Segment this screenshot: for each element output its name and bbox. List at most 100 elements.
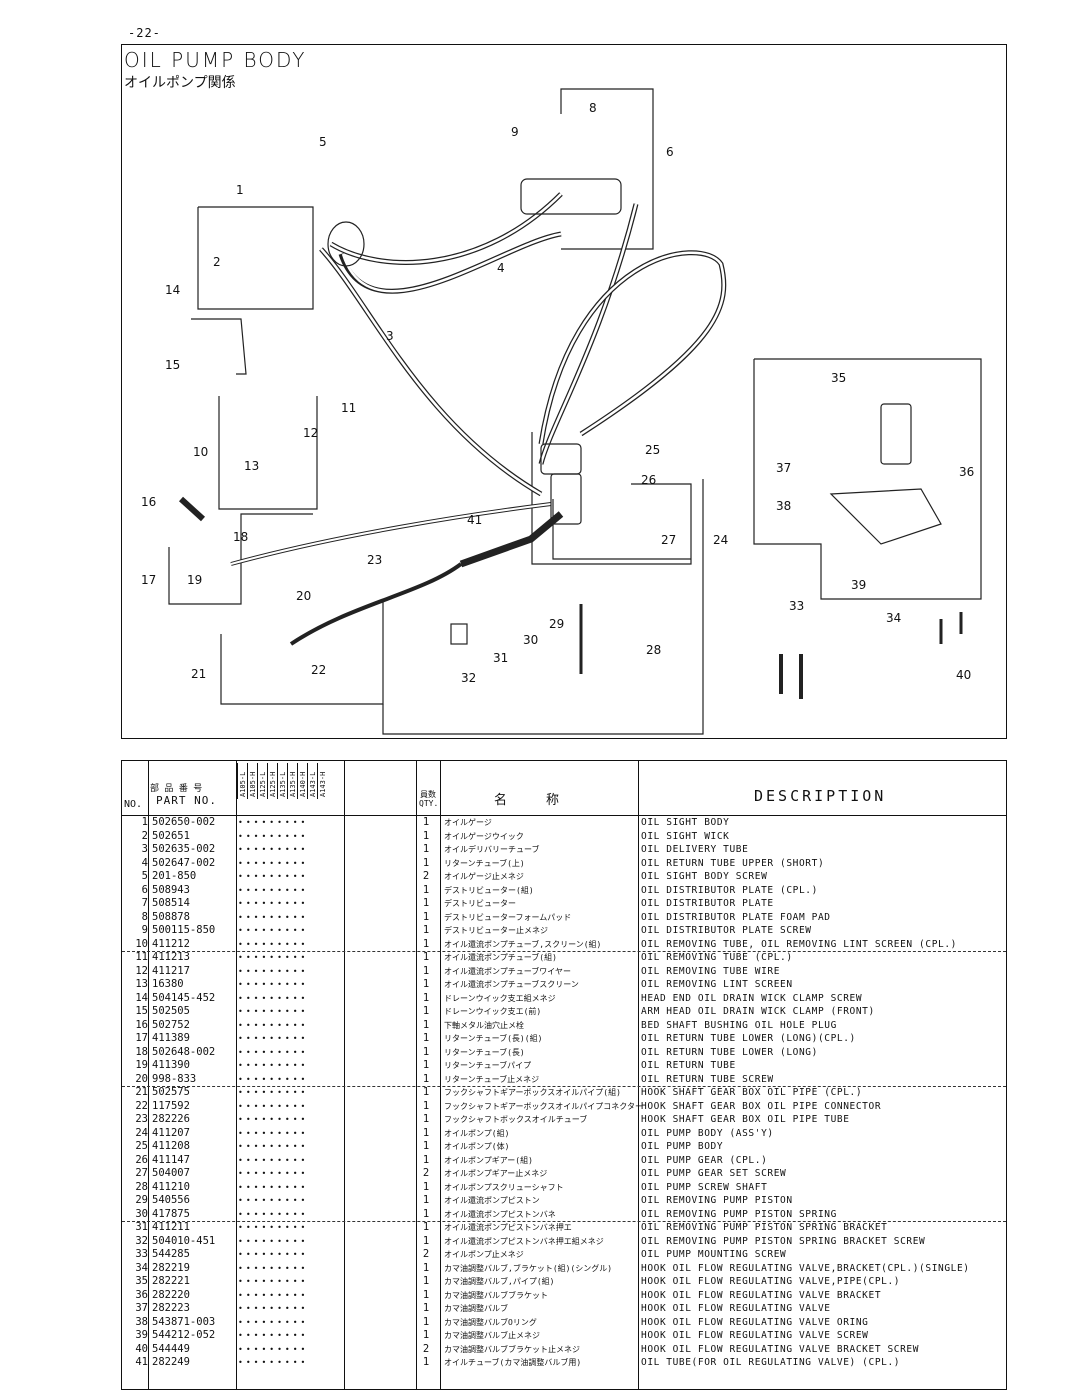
callout-12: 12: [303, 426, 318, 440]
quantity: 1: [422, 1072, 430, 1085]
description: OIL SIGHT WICK: [641, 830, 730, 842]
description: OIL RETURN TUBE LOWER (LONG): [641, 1046, 818, 1058]
description: OIL RETURN TUBE SCREW: [641, 1073, 774, 1085]
part-number: 411212: [152, 937, 190, 950]
callout-39: 39: [851, 578, 866, 592]
description: HOOK OIL FLOW REGULATING VALVE,PIPE(CPL.…: [641, 1276, 901, 1287]
description: HOOK SHAFT GEAR BOX OIL PIPE CONNECTOR: [641, 1100, 882, 1112]
model-applicability-dots: •••••••••: [238, 1236, 309, 1246]
japanese-name: オイル還流ポンプピストンバネ: [444, 1209, 556, 1219]
callout-33: 33: [789, 599, 804, 613]
header-description: DESCRIPTION: [754, 787, 887, 805]
quantity: 2: [422, 1248, 430, 1260]
japanese-name: カマ油調整バルブ,パイプ(組): [444, 1277, 555, 1286]
part-number: 282220: [152, 1288, 190, 1301]
model-applicability-dots: •••••••••: [238, 1209, 309, 1219]
header-part-no-japanese: 部 品 番 号: [150, 784, 203, 794]
callout-26: 26: [641, 473, 656, 487]
quantity: 1: [422, 1059, 430, 1071]
japanese-name: カマ油調整バルブブラケット止メネジ: [444, 1344, 580, 1354]
callout-1: 1: [236, 183, 244, 197]
row-number: 21: [135, 1086, 148, 1098]
callout-14: 14: [165, 283, 180, 297]
quantity: 1: [422, 1018, 430, 1031]
part-number: 508943: [152, 883, 190, 896]
part-number: 504010-451: [152, 1234, 216, 1247]
callout-19: 19: [187, 573, 202, 587]
part-number: 282219: [152, 1261, 190, 1274]
header-qty: QTY.: [419, 799, 439, 808]
callout-31: 31: [493, 651, 508, 665]
model-applicability-dots: •••••••••: [238, 1344, 309, 1354]
callout-25: 25: [645, 443, 660, 457]
part-number: 411211: [152, 1221, 190, 1233]
callout-15: 15: [165, 358, 180, 372]
quantity: 1: [422, 924, 430, 936]
japanese-name: フックシャフトギアーボックスオイルパイプ(組): [444, 1088, 621, 1097]
callout-29: 29: [549, 617, 564, 631]
row-number: 30: [135, 1207, 148, 1220]
row-number: 38: [135, 1315, 148, 1328]
description: HOOK OIL FLOW REGULATING VALVE ORING: [641, 1316, 869, 1328]
quantity: 1: [422, 1126, 430, 1139]
model-column: A125-H: [267, 763, 278, 799]
description: OIL PUMP BODY: [641, 1141, 724, 1152]
part-number: 282226: [152, 1113, 190, 1125]
description: OIL SIGHT BODY: [641, 817, 730, 828]
callout-37: 37: [776, 461, 791, 475]
japanese-name: オイル還流ポンプピストンバネ押エ: [444, 1223, 572, 1232]
row-number: 12: [135, 964, 148, 977]
quantity: 1: [422, 1275, 430, 1287]
japanese-name: オイルポンプ止メネジ: [444, 1250, 524, 1259]
quantity: 1: [422, 1099, 430, 1112]
part-number: 502505: [152, 1005, 190, 1017]
description: ARM HEAD OIL DRAIN WICK CLAMP (FRONT): [641, 1006, 875, 1017]
row-number: 17: [135, 1032, 148, 1044]
model-applicability-dots: •••••••••: [238, 831, 309, 841]
japanese-name: オイル還流ポンプチューブスクリーン: [444, 980, 579, 989]
callout-22: 22: [311, 663, 326, 677]
table-header: NO. 部 品 番 号 PART NO. A105-L A105-H A125-…: [122, 761, 1006, 816]
description: OIL REMOVING TUBE WIRE: [641, 965, 781, 977]
callout-35: 35: [831, 371, 846, 385]
model-applicability-dots: •••••••••: [238, 1331, 309, 1340]
description: OIL DISTRIBUTOR PLATE SCREW: [641, 925, 812, 936]
quantity: 1: [422, 978, 430, 990]
callout-24: 24: [713, 533, 728, 547]
japanese-name: オイル還流ポンプチューブ(組): [444, 953, 557, 962]
part-number: 201-850: [152, 870, 197, 882]
description: HOOK OIL FLOW REGULATING VALVE BRACKET: [641, 1289, 882, 1301]
quantity: 1: [422, 1194, 430, 1206]
quantity: 1: [422, 1288, 430, 1301]
quantity: 1: [422, 1329, 430, 1341]
callout-23: 23: [367, 553, 382, 567]
description: OIL SIGHT BODY SCREW: [641, 871, 768, 882]
diagram-frame: [121, 44, 1007, 739]
callout-28: 28: [646, 643, 661, 657]
row-number: 37: [135, 1302, 148, 1314]
japanese-name: オイルゲージ止メネジ: [444, 872, 524, 881]
japanese-name: オイルポンプギアー止メネジ: [444, 1169, 548, 1178]
row-number: 26: [135, 1153, 148, 1166]
description: OIL REMOVING LINT SCREEN: [641, 979, 793, 990]
japanese-name: リターンチューブ(上): [444, 858, 525, 868]
quantity: 1: [422, 910, 430, 923]
row-number: 27: [135, 1167, 148, 1179]
quantity: 1: [422, 1207, 430, 1220]
japanese-name: デストリビューターフォームパッド: [444, 912, 572, 922]
callout-21: 21: [191, 667, 206, 681]
part-number: 504145-452: [152, 991, 216, 1004]
description: OIL PUMP GEAR (CPL.): [641, 1154, 768, 1166]
